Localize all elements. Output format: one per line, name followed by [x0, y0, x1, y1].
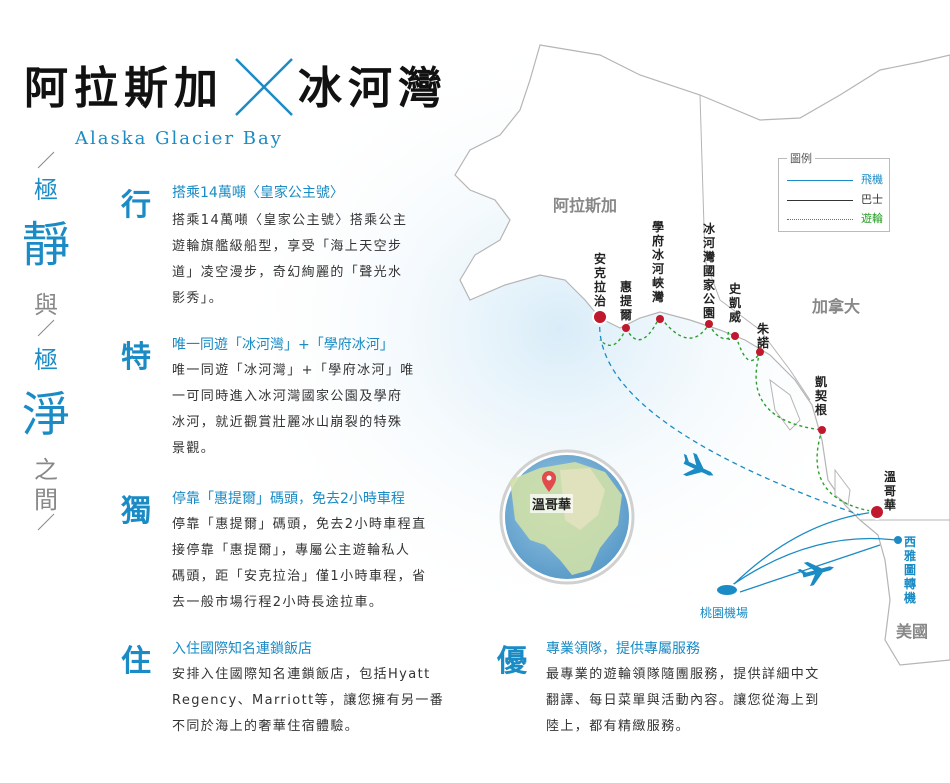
section-body-travel: 搭乘14萬噸〈皇家公主號〉搭乘公主遊輪旗艦級船型，享受「海上天空步道」凌空漫步，… [172, 213, 408, 306]
legend-label: 飛機 [861, 173, 883, 186]
section-head-excellent: 優 [497, 644, 527, 679]
section-subtitle-special: 唯一同遊「冰河灣」+「學府冰河」 [172, 337, 394, 353]
legend-item-bus: 巴士 [787, 193, 883, 207]
legend-label: 遊輪 [861, 212, 883, 225]
stop-marker-glacierbay [705, 320, 713, 328]
stop-label-taoyuan: 桃園機場 [700, 606, 749, 620]
slogan-char: 靜 [21, 217, 70, 273]
legend-label: 巴士 [861, 193, 883, 206]
inset-city-label: 溫哥華 [530, 494, 574, 513]
section-subtitle-excellent: 專業領隊，提供專屬服務 [546, 641, 700, 657]
stop-label-vancouver: 溫哥華 [883, 470, 896, 512]
inset-globe [499, 449, 635, 585]
stop-label-glacierbay: 冰河灣國家公園 [702, 222, 715, 320]
stop-marker-taoyuan [715, 583, 739, 597]
airplane-icon [797, 561, 834, 587]
stop-marker-juneau [756, 348, 764, 356]
section-head-special: 特 [121, 340, 151, 375]
stop-marker-college [656, 315, 664, 323]
slash-decoration [37, 319, 55, 337]
stop-label-skagway: 史凱威 [728, 282, 741, 324]
airplane-icon [683, 452, 714, 477]
slogan-char: 極 [34, 346, 58, 374]
stop-markers [592, 309, 902, 597]
title-right: 冰河灣 [298, 63, 448, 114]
stop-label-seattle: 西雅圖轉機 [903, 535, 916, 605]
section-body-special: 唯一同遊「冰河灣」+「學府冰河」唯一可同時進入冰河灣國家公園及學府冰河，就近觀賞… [172, 363, 415, 456]
title-left: 阿拉斯加 [24, 63, 224, 114]
slogan-char: 淨 [21, 387, 70, 443]
section-head-travel: 行 [121, 188, 151, 223]
slogan-char: 之 [34, 456, 58, 484]
region-label-canada: 加拿大 [812, 297, 861, 316]
stop-label-whittier: 惠提爾 [619, 280, 632, 322]
region-label-usa: 美國 [896, 622, 929, 641]
stop-marker-ketchikan [818, 426, 826, 434]
slogan-char: 間 [34, 486, 58, 514]
slogan-char: 極 [34, 176, 58, 204]
stop-marker-anchorage [592, 309, 608, 325]
stop-label-ketchikan: 凱契根 [814, 375, 827, 417]
stop-label-juneau: 朱諾 [756, 322, 769, 350]
slash-decoration [37, 151, 55, 169]
location-pin-icon [542, 471, 556, 492]
stop-marker-whittier [622, 324, 630, 332]
legend-title: 圖例 [787, 150, 815, 166]
section-head-unique: 獨 [121, 494, 151, 529]
slash-decoration [37, 513, 55, 531]
title-english: Alaska Glacier Bay [75, 128, 283, 149]
section-body-unique: 停靠「惠提爾」碼頭，免去2小時車程直接停靠「惠提爾」，專屬公主遊輪私人碼頭，距「… [172, 517, 427, 610]
legend-item-cruise: 遊輪 [787, 212, 883, 226]
stop-marker-seattle [894, 536, 902, 544]
section-subtitle-travel: 搭乘14萬噸〈皇家公主號〉 [172, 185, 344, 201]
stop-marker-skagway [731, 332, 739, 340]
cruise-route [599, 317, 877, 513]
stop-label-anchorage: 安克拉治 [593, 252, 606, 308]
island [834, 468, 851, 506]
section-head-stay: 住 [121, 644, 151, 679]
map-legend: 圖例 飛機 巴士 遊輪 [778, 150, 890, 232]
legend-item-plane: 飛機 [787, 173, 883, 187]
section-subtitle-unique: 停靠「惠提爾」碼頭，免去2小時車程 [172, 491, 405, 507]
flight-route-taoyuan-vancouver [732, 511, 877, 586]
border-alaska-canada [699, 94, 811, 401]
section-subtitle-stay: 入住國際知名連鎖飯店 [172, 641, 312, 657]
flight-route-taoyuan-seattle [727, 537, 896, 589]
stop-marker-vancouver [869, 504, 885, 520]
region-label-alaska: 阿拉斯加 [553, 196, 618, 215]
section-body-excellent: 最專業的遊輪領隊隨團服務，提供詳細中文翻譯、每日菜單與活動內容。讓您從海上到陸上… [546, 667, 820, 734]
flight-route-seattle-taoyuan [739, 544, 881, 593]
stop-label-college: 學府冰河峽灣 [651, 220, 664, 304]
slogan-char: 與 [34, 291, 58, 319]
flight-route-anchorage-vancouver [599, 317, 861, 516]
cross-mark-icon [235, 58, 293, 116]
